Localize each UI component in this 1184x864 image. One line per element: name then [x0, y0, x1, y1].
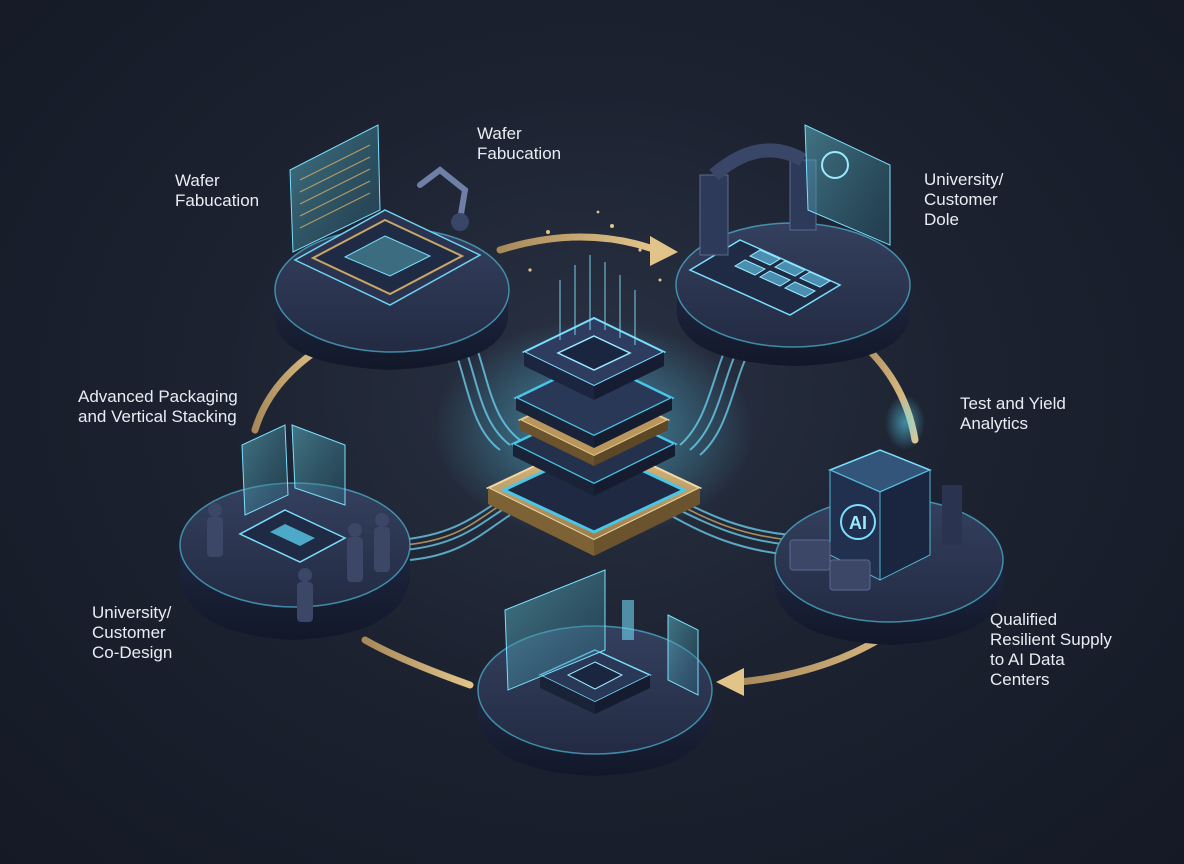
robot-arm-icon: [417, 166, 469, 223]
label-university-codesign: University/ Customer Co-Design: [92, 603, 173, 662]
label-wafer-top: Wafer Fabucation: [477, 124, 562, 163]
platform-wafer-fab: [274, 124, 510, 370]
monitor-screen: [504, 569, 606, 691]
label-university-dole: University/ Customer Dole: [924, 170, 1004, 229]
label-test-yield: Test and Yield Analytics: [960, 394, 1066, 433]
label-advanced-packaging: Advanced Packaging and Vertical Stacking: [78, 387, 238, 426]
lithography-machine-icon: [699, 143, 817, 256]
arrow-top: [496, 233, 654, 254]
platform-university-dole: [675, 124, 911, 366]
monitor-screen: [291, 424, 346, 506]
arrow-bottom-left: [361, 636, 474, 689]
ai-badge: AI: [849, 513, 867, 533]
label-wafer-left: Wafer Fabucation: [175, 171, 260, 210]
monitor-screen: [667, 614, 699, 696]
engineers-lab-icon: [207, 503, 390, 622]
monitor-screen: [289, 124, 381, 253]
platform-ai-datacenter: AI: [774, 395, 1004, 645]
ai-datacenter-icon: AI: [828, 395, 932, 581]
trucks-icon: [789, 539, 871, 591]
platform-chip-design: [477, 569, 713, 776]
platform-engineers-lab: [179, 424, 411, 640]
data-streams: [559, 255, 636, 345]
monitor-screen: [241, 424, 289, 516]
sparkles: [528, 210, 662, 282]
arrow-head-bottom: [716, 668, 744, 696]
stacked-chip-icon: [434, 316, 754, 556]
label-qualified-supply: Qualified Resilient Supply to AI Data Ce…: [990, 610, 1112, 689]
arrow-head-top: [650, 236, 678, 266]
robot-base: [451, 213, 469, 231]
